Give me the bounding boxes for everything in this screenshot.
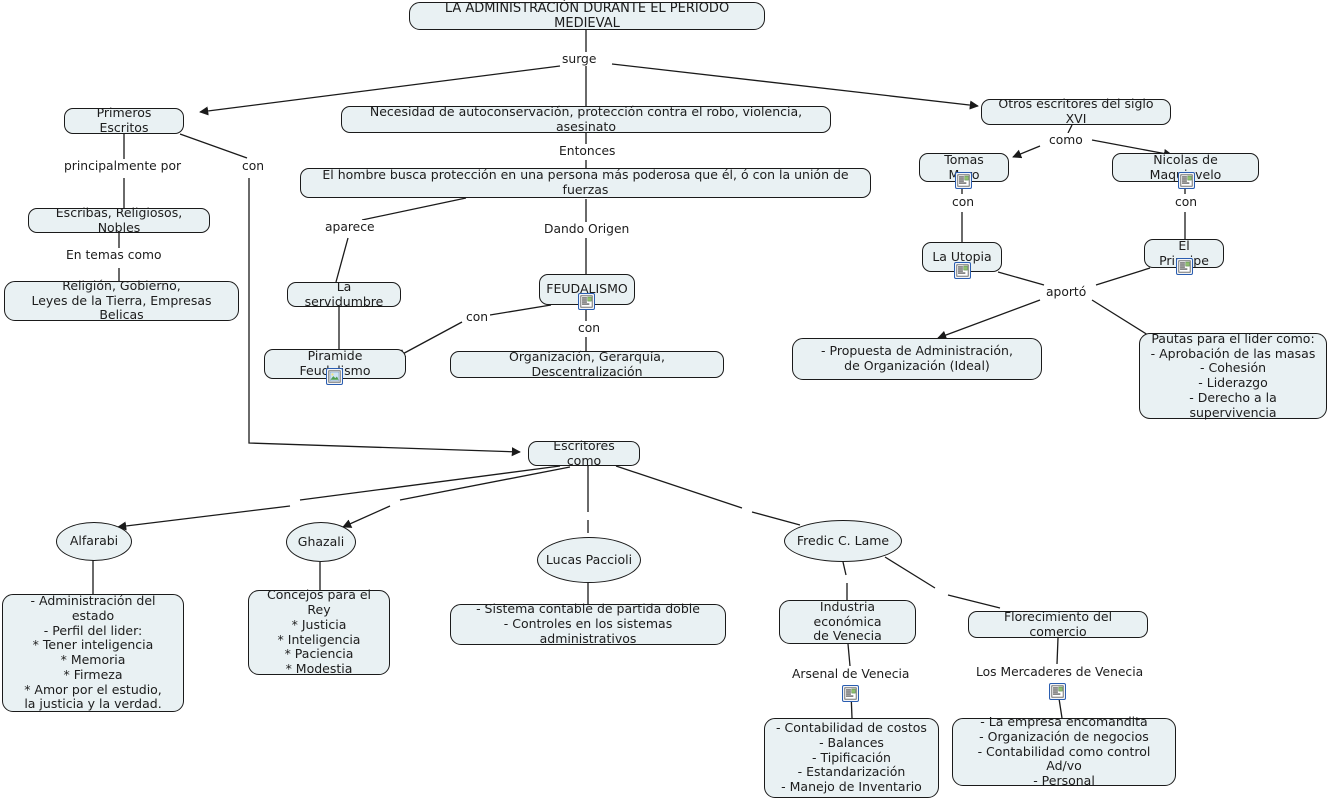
maquiavelo-document-resource-icon[interactable] [1178, 172, 1195, 189]
mercaderes-document-resource-icon[interactable] [1049, 683, 1066, 700]
node-necesidad-autoconservacion[interactable]: Necesidad de autoconservación, protecció… [341, 104, 831, 133]
node-title[interactable]: LA ADMINISTRACIÓN DURANTE EL PERIODO MED… [409, 1, 765, 31]
node-propuesta-administracion[interactable]: - Propuesta de Administración, de Organi… [792, 338, 1042, 380]
feudalismo-document-resource-icon[interactable] [578, 293, 595, 310]
node-temas-religion-gobierno[interactable]: Religión, Gobierno, Leyes de la Tierra, … [4, 278, 239, 322]
node-la-servidumbre[interactable]: La servidumbre [287, 279, 401, 308]
node-escribas-religiosos-nobles[interactable]: Escribas, Religiosos, Nobles [28, 205, 210, 234]
link-label-principalmente-por: principalmente por [62, 159, 184, 174]
node-lucas-paccioli[interactable]: Lucas Paccioli [537, 537, 641, 583]
tomas-moro-document-resource-icon[interactable] [955, 172, 972, 189]
node-organizacion-gerarquia[interactable]: Organización, Gerarquía, Descentralizaci… [450, 349, 724, 378]
node-ghazali-detail[interactable]: Concejos para el Rey * Justicia * Inteli… [248, 587, 390, 676]
link-label-como: como [1047, 133, 1085, 148]
node-mercaderes-detail[interactable]: - La empresa encomandita - Organización … [952, 714, 1176, 788]
piramide-image-resource-icon[interactable] [326, 368, 343, 385]
la-utopia-document-resource-icon[interactable] [954, 262, 971, 279]
node-florecimiento-del-comercio[interactable]: Florecimiento del comercio [968, 609, 1148, 638]
link-label-dando-origen: Dando Origen [542, 222, 632, 237]
link-label-con-tomas-moro: con [950, 195, 977, 210]
link-label-con-maquiavelo: con [1173, 195, 1200, 210]
node-ghazali[interactable]: Ghazali [286, 522, 356, 562]
node-primeros-escritos[interactable]: Primeros Escritos [64, 105, 184, 135]
arsenal-document-resource-icon[interactable] [842, 685, 859, 702]
link-label-aparece: aparece [323, 220, 377, 235]
node-alfarabi-detail[interactable]: - Administración del estado - Perfil del… [2, 593, 184, 712]
link-label-aporto: aportó [1044, 285, 1089, 300]
el-principe-document-resource-icon[interactable] [1176, 258, 1193, 275]
node-arsenal-detail[interactable]: - Contabilidad de costos - Balances - Ti… [764, 718, 939, 798]
node-otros-escritores-siglo-xvi[interactable]: Otros escritores del siglo XVI [981, 96, 1171, 126]
link-label-surge: surge [560, 52, 599, 67]
node-paccioli-detail[interactable]: - Sistema contable de partida doble - Co… [450, 602, 726, 646]
link-label-con-piramide: con [464, 310, 491, 325]
link-label-entonces: Entonces [557, 144, 618, 159]
node-alfarabi[interactable]: Alfarabi [56, 522, 132, 561]
node-pautas-para-el-lider[interactable]: Pautas para el lider como: - Aprobación … [1139, 331, 1327, 419]
link-label-con-organizacion: con [576, 321, 603, 336]
link-label-arsenal-de-venecia: Arsenal de Venecia [790, 667, 912, 682]
node-el-hombre-busca-proteccion[interactable]: El hombre busca protección en una person… [300, 167, 871, 198]
node-tomas-moro[interactable]: Tomas Moro [919, 152, 1009, 182]
node-fredic-c-lame[interactable]: Fredic C. Lame [784, 520, 902, 562]
node-industria-economica-venecia[interactable]: Industria económica de Venecia [779, 599, 916, 644]
link-label-con-primeros-escritos: con [240, 159, 267, 174]
node-escritores-como[interactable]: Escritores como [528, 438, 640, 467]
link-label-los-mercaderes-de-venecia: Los Mercaderes de Venecia [974, 665, 1146, 680]
link-label-en-temas-como: En temas como [64, 248, 164, 263]
